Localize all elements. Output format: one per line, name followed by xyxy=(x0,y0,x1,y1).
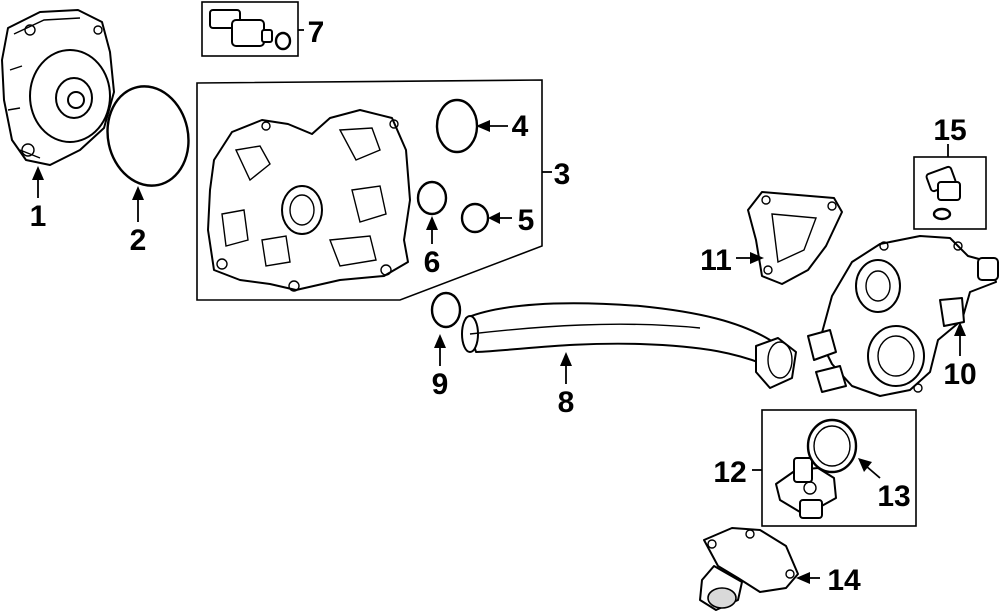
callout-6: 6 xyxy=(424,246,441,279)
callout-13: 13 xyxy=(877,480,910,513)
part-15-box xyxy=(913,156,987,230)
thermostat-gasket[interactable] xyxy=(806,418,858,474)
callout-2: 2 xyxy=(130,224,147,257)
water-pump[interactable] xyxy=(1,9,115,166)
callout-15: 15 xyxy=(933,114,966,147)
callout-5: 5 xyxy=(518,204,535,237)
cover-o-ring-large[interactable] xyxy=(435,98,479,154)
callout-8: 8 xyxy=(558,386,575,419)
thermostat[interactable] xyxy=(775,457,837,519)
callout-3: 3 xyxy=(554,158,571,191)
leader-lines xyxy=(32,29,966,584)
callout-1: 1 xyxy=(30,200,47,233)
callout-14: 14 xyxy=(827,564,861,597)
water-outlet[interactable] xyxy=(699,527,799,611)
callout-7: 7 xyxy=(308,16,325,49)
cover-o-ring-small[interactable] xyxy=(460,202,490,234)
coolant-pipe[interactable] xyxy=(461,302,797,389)
pump-gasket-ring[interactable] xyxy=(98,79,197,193)
thermostat-box xyxy=(761,409,917,527)
callout-10: 10 xyxy=(943,358,976,391)
part-3-box xyxy=(196,79,543,301)
pipe-o-ring[interactable] xyxy=(430,291,462,329)
cover-seal-ring[interactable] xyxy=(416,180,448,216)
callout-9: 9 xyxy=(432,368,449,401)
callout-11: 11 xyxy=(700,244,732,277)
thermostat-housing[interactable] xyxy=(807,235,999,397)
timing-chain-cover[interactable] xyxy=(207,109,411,292)
callout-4: 4 xyxy=(512,110,529,143)
callout-12: 12 xyxy=(713,456,746,489)
temperature-sensor[interactable] xyxy=(925,165,961,221)
part-7-box xyxy=(201,1,299,57)
sensor-switch[interactable] xyxy=(209,9,292,51)
